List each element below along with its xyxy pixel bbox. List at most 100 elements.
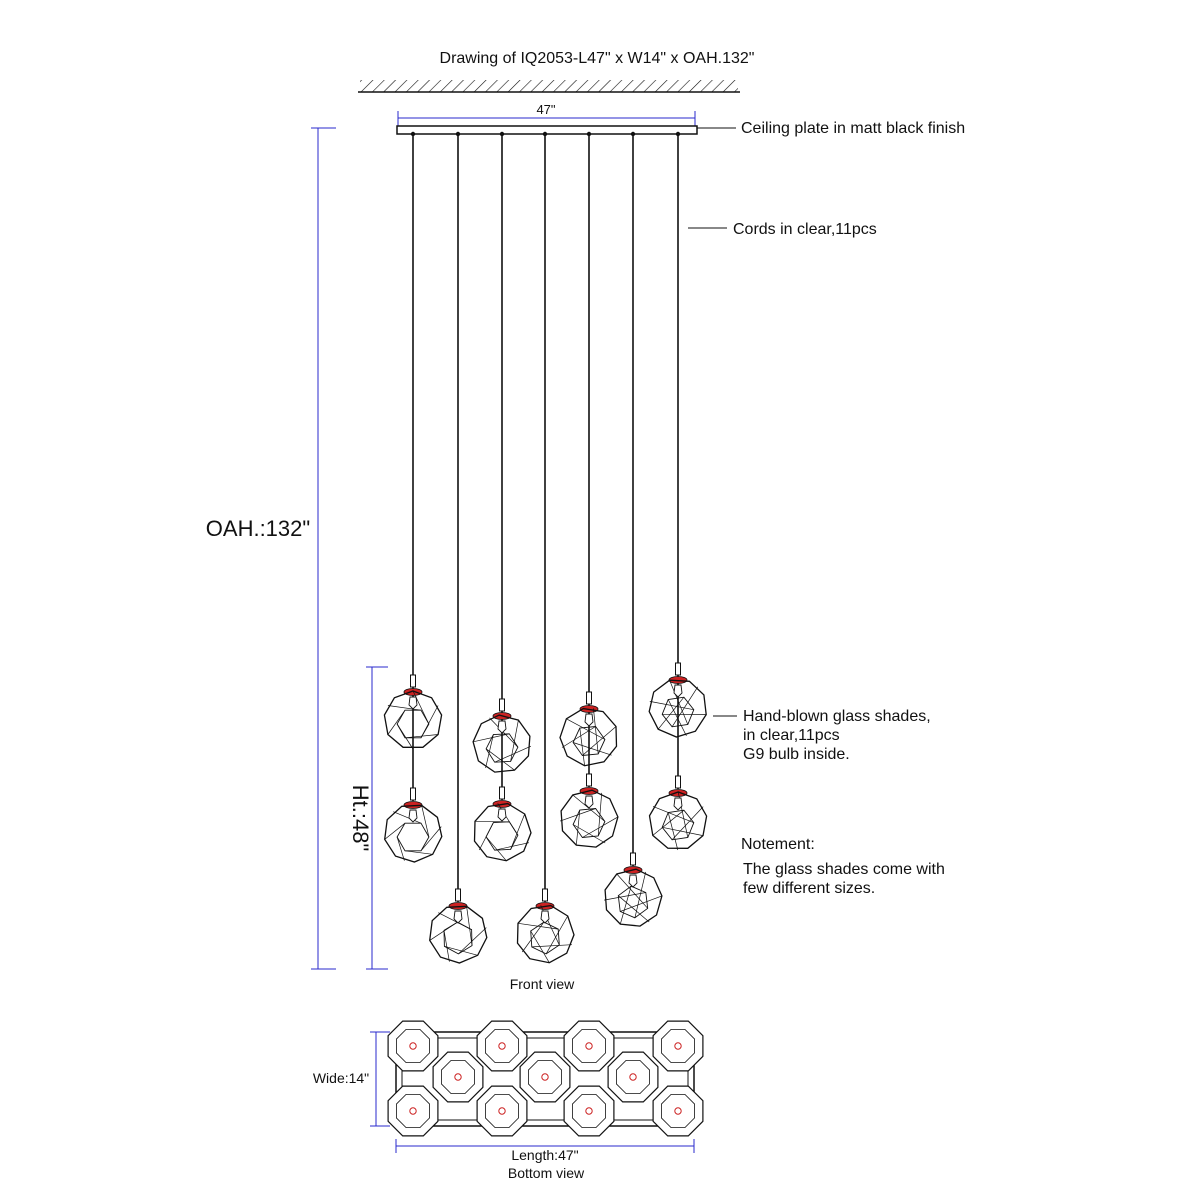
facet-edge [652,806,694,824]
facet-edge [429,921,458,941]
cluster-height-label: Ht.:48" [348,785,373,852]
cluster-height-dimension [366,666,388,970]
bottom-shade [563,1085,615,1137]
bottom-shade-inner [484,1094,519,1128]
bottom-shade-inner [616,1060,650,1094]
shade-outline [560,789,619,848]
facet-edge [485,836,507,861]
facet-edge [662,826,704,836]
g9-bulb [408,809,418,823]
facet-edge [458,927,487,955]
g9-bulb [540,910,550,924]
facet-edge [657,696,685,730]
bottom-shade-inner [395,1094,431,1128]
bottom-shade [476,1020,528,1072]
shade-outline [472,714,531,773]
facet-edge [404,734,439,739]
facet-edge [618,895,650,923]
facet-edge [396,836,405,861]
bottom-shade-bulb [674,1107,682,1115]
bottom-shade-outline [563,1020,615,1072]
plate-width-label: 47" [536,102,555,117]
facet-edge [667,812,679,851]
facet-edge [474,820,510,823]
glass-shade-pendant [648,662,707,738]
facet-edge [473,733,510,743]
bottom-shade-outline [387,1085,439,1137]
shade-outline [473,802,532,862]
facet-edge [396,723,414,750]
glass-shade-pendant [648,775,708,851]
facet-edge [478,822,494,851]
g9-bulb [673,797,683,811]
bottom-shade [432,1051,484,1103]
facet-edge [572,824,606,844]
facet-edge [420,705,439,738]
socket [410,674,416,688]
socket-collar [403,688,423,696]
socket [499,698,505,712]
glass-shade-pendant [559,773,619,848]
facet-edge [597,792,603,837]
g9-bulb [453,910,463,924]
facet-edge [561,726,596,748]
bottom-shade-inner [395,1029,431,1063]
bottom-shade-bulb [498,1042,506,1050]
ceiling [358,80,740,93]
ceiling-plate [396,125,698,135]
bottom-shade [387,1020,439,1072]
g9-bulb [497,808,507,822]
bottom-shade [387,1085,439,1137]
ceiling-plate-callout: Ceiling plate in matt black finish [741,120,965,137]
facet-edge [652,809,685,836]
bottom-view-label: Bottom view [508,1165,585,1181]
plate-width-dimension: 47" [397,102,696,126]
bottom-shade [563,1020,615,1072]
bottom-shade-outline [476,1020,528,1072]
bottom-shade-inner [572,1029,606,1063]
g9-bulb [673,684,683,698]
g9-bulb [584,795,594,809]
pendants [383,662,708,964]
facet-edge [671,806,704,841]
socket [586,773,592,787]
bottom-width-label: Wide:14" [313,1070,369,1086]
bottom-shade-outline [652,1020,704,1072]
bottom-shade-outline [387,1020,439,1072]
shades-callout-line2: in clear,11pcs [743,727,840,744]
facet-edge [404,850,433,855]
bottom-shade-bulb [585,1042,593,1050]
shade-facets [617,885,649,919]
note-heading: Notement: [741,836,815,853]
facet-edge [582,726,617,756]
bottom-shade-outline [432,1051,484,1103]
glass-shade-pendant [472,698,532,773]
g9-bulb [584,713,594,727]
bottom-shade-outline [607,1051,659,1103]
facet-edge [485,734,494,768]
facet-edge [387,709,406,735]
overall-height-dimension [311,127,336,970]
note-line1: The glass shades come with [743,861,945,878]
shades-callout-line3: G9 bulb inside. [743,746,850,763]
bottom-shade-inner [440,1060,476,1094]
facet-edge [420,826,442,852]
front-view [383,131,708,964]
facet-edge [421,805,430,838]
shades-callout-line1: Hand-blown glass shades, [743,708,931,725]
bottom-shade [652,1020,704,1072]
facet-edge [620,895,663,912]
glass-shade-pendant [383,674,443,750]
facet-edge [412,690,430,725]
socket [542,888,548,902]
glass-shade-pendant [604,852,663,927]
bottom-shade-bulb [409,1042,417,1050]
facet-edge [384,822,406,840]
facet-edge [572,742,612,756]
shade-facets [443,921,473,955]
facet-edge [579,727,585,766]
shade-outline [384,804,443,863]
bottom-length-dimension [395,1139,695,1153]
bottom-shade-bulb [454,1073,462,1081]
